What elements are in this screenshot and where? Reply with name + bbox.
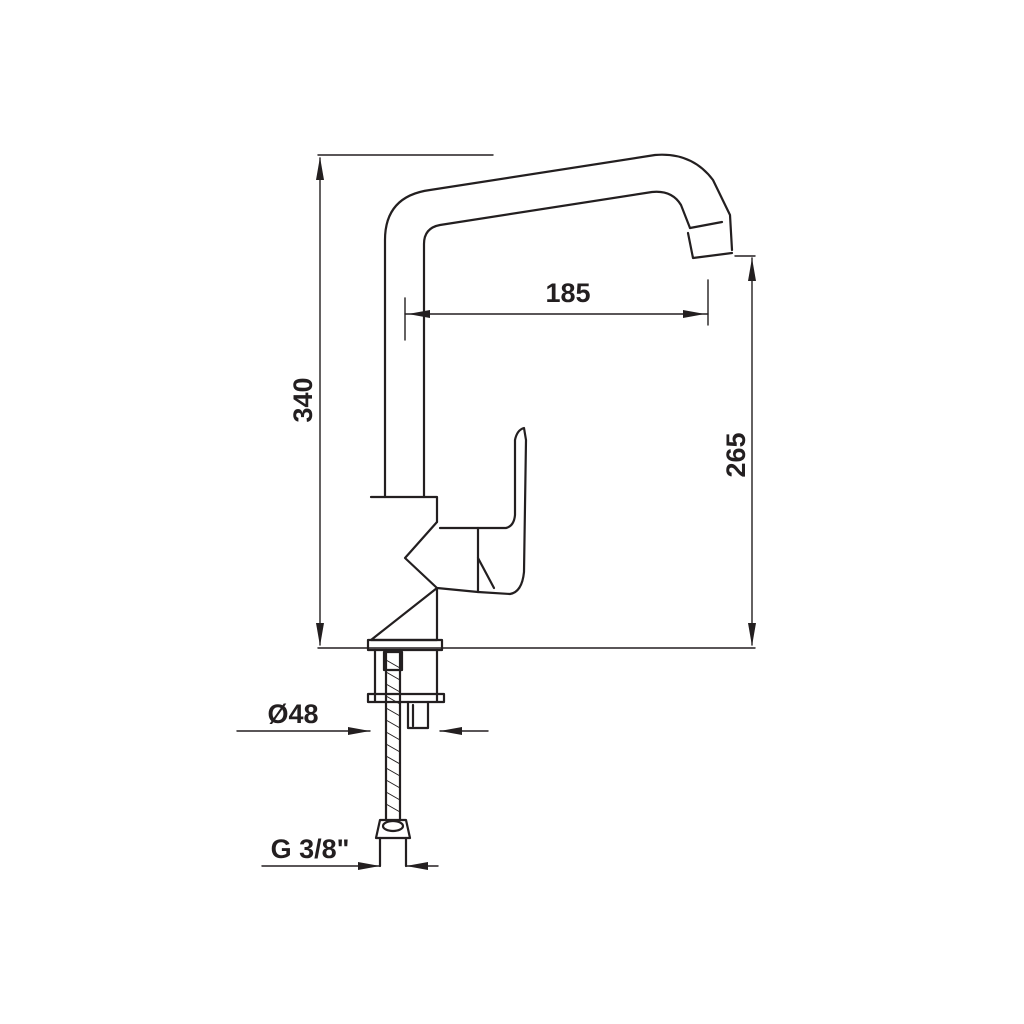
spout-outer [383,153,734,499]
fixing-nut [406,700,430,730]
connector-body [378,836,408,868]
dimension-spout-height: 265 [721,255,756,646]
faucet-outline [366,153,734,868]
lever-arm [476,426,528,596]
dimension-height-total: 340 [288,154,756,649]
base-ring [366,638,444,652]
dim-label-340: 340 [288,377,318,422]
dimension-diameter: Ø48 [236,699,489,735]
lever-handle [403,520,480,594]
faucet-body [369,495,439,642]
dim-label-diameter: Ø48 [267,699,318,729]
fixing-shank [366,648,446,704]
hose-connector [374,818,412,840]
dim-label-185: 185 [545,278,590,308]
spout-aerator [686,220,734,260]
lever-joint [476,556,496,590]
dimension-connection: G 3/8" [261,834,439,870]
dimension-spout-reach: 185 [404,278,709,341]
dim-label-265: 265 [721,432,751,477]
hose-braid [385,659,401,813]
connector-thread [381,819,405,833]
hose-top-fitting [382,650,404,672]
spout-inner [422,190,692,499]
dim-label-connection: G 3/8" [271,834,350,864]
